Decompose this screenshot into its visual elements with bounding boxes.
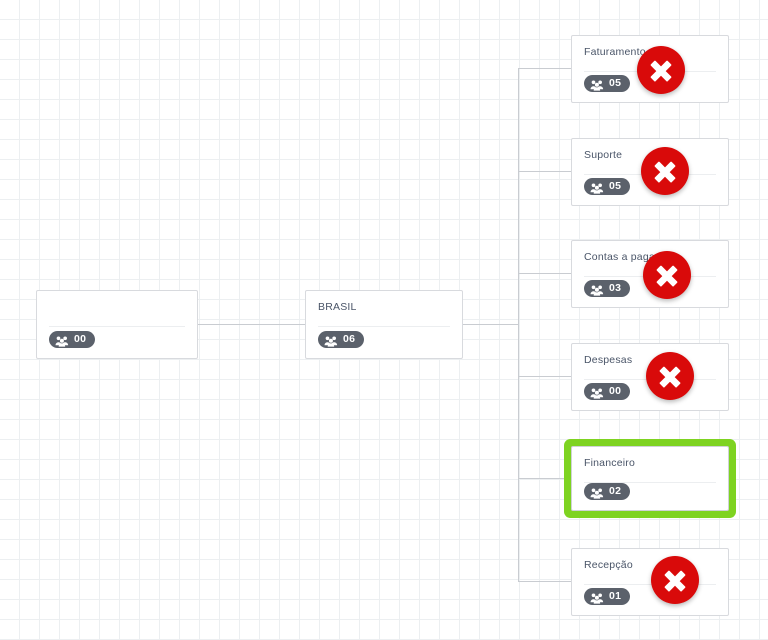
connector-trunk-vertical <box>518 68 519 581</box>
member-count-value: 05 <box>609 180 622 193</box>
org-node-title: Suporte <box>584 149 623 161</box>
connector-trunk-to-recepcao <box>518 581 571 582</box>
users-group-icon <box>590 78 604 91</box>
member-count-badge: 01 <box>584 588 631 605</box>
org-node-title: Contas a pagar <box>584 251 659 263</box>
delete-x-icon <box>654 161 676 183</box>
org-node-title: Recepção <box>584 559 633 571</box>
member-count-value: 06 <box>343 333 356 346</box>
member-count-value: 01 <box>609 590 622 603</box>
org-node-root[interactable]: 00 <box>36 290 198 359</box>
member-count-value: 02 <box>609 485 622 498</box>
member-count-badge: 02 <box>584 483 631 500</box>
node-separator <box>584 482 716 483</box>
users-group-icon <box>590 486 604 499</box>
connector-brasil-to-trunk <box>463 324 519 325</box>
connector-trunk-to-financeiro <box>518 478 571 479</box>
connector-trunk-to-despesas <box>518 376 571 377</box>
member-count-badge: 06 <box>318 331 365 348</box>
users-group-icon <box>324 334 338 347</box>
member-count-badge: 05 <box>584 178 631 195</box>
users-group-icon <box>590 283 604 296</box>
users-group-icon <box>55 334 69 347</box>
delete-x-icon <box>656 265 678 287</box>
member-count-value: 00 <box>609 385 622 398</box>
org-node-title: Despesas <box>584 354 633 366</box>
delete-x-icon <box>650 60 672 82</box>
users-group-icon <box>590 591 604 604</box>
connector-trunk-to-suporte <box>518 171 571 172</box>
org-node-financeiro[interactable]: Financeiro 02 <box>571 446 729 511</box>
member-count-value: 00 <box>74 333 87 346</box>
member-count-badge: 03 <box>584 280 631 297</box>
users-group-icon <box>590 386 604 399</box>
delete-x-icon <box>664 570 686 592</box>
org-node-brasil[interactable]: BRASIL 06 <box>305 290 463 359</box>
connector-trunk-to-faturamento <box>518 68 571 69</box>
org-node-title: BRASIL <box>318 301 357 313</box>
member-count-badge: 00 <box>49 331 96 348</box>
org-node-recepcao[interactable]: Recepção 01 <box>571 548 729 616</box>
member-count-badge: 00 <box>584 383 631 400</box>
org-node-title: Financeiro <box>584 457 636 469</box>
delete-node-contas-a-pagar-button[interactable] <box>643 251 691 299</box>
users-group-icon <box>590 181 604 194</box>
delete-node-suporte-button[interactable] <box>641 147 689 195</box>
connector-root-to-brasil <box>198 324 305 325</box>
delete-node-recepcao-button[interactable] <box>651 556 699 604</box>
connector-trunk-to-contas-a-pagar <box>518 273 571 274</box>
member-count-value: 03 <box>609 282 622 295</box>
node-separator <box>318 326 450 327</box>
member-count-value: 05 <box>609 77 622 90</box>
delete-node-faturamento-button[interactable] <box>637 46 685 94</box>
node-separator <box>49 326 185 327</box>
delete-x-icon <box>659 366 681 388</box>
delete-node-despesas-button[interactable] <box>646 352 694 400</box>
org-node-title: Faturamento <box>584 46 646 58</box>
member-count-badge: 05 <box>584 75 631 92</box>
node-separator <box>584 584 716 585</box>
